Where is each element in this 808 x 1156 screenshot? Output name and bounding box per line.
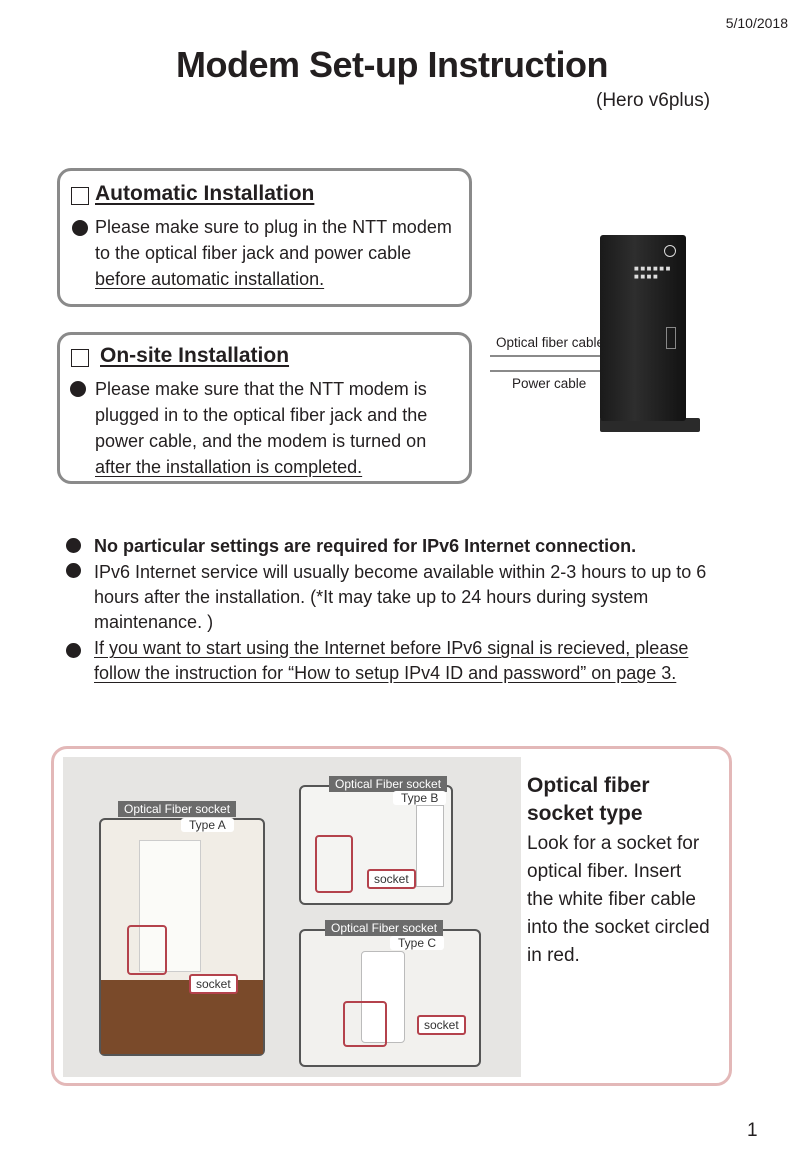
onsite-line-3: power cable, and the modem is turned on xyxy=(95,431,427,451)
socket-tag-c: Optical Fiber socket xyxy=(325,920,444,936)
optical-cable-line xyxy=(490,355,615,357)
socket-label-b: socket xyxy=(367,869,416,889)
power-cable-label: Power cable xyxy=(512,376,587,391)
socket-tag-a: Optical Fiber socket xyxy=(118,801,237,817)
page-title: Modem Set-up Instruction xyxy=(176,44,609,85)
bullet-icon xyxy=(66,563,81,578)
socket-label-c: socket xyxy=(417,1015,466,1035)
automatic-installation-panel: Automatic Installation Please make sure … xyxy=(57,168,472,307)
optical-fiber-cable-label: Optical fiber cable xyxy=(496,335,605,350)
socket-photo-type-a: socket xyxy=(99,818,265,1056)
socket-text-line-2: optical fiber. Insert xyxy=(527,861,682,882)
fiber-box-image xyxy=(361,951,405,1043)
automatic-checkbox[interactable] xyxy=(71,187,89,205)
bullet-icon xyxy=(66,538,81,553)
socket-text-line-1: Look for a socket for xyxy=(527,833,700,854)
note-2-line-3: maintenance. ) xyxy=(94,612,214,632)
onsite-line-1: Please make sure that the NTT modem is xyxy=(95,379,427,399)
socket-type-a-label: Type A xyxy=(181,818,234,832)
socket-type-panel xyxy=(51,746,732,1086)
document-date: 5/10/2018 xyxy=(725,15,788,31)
socket-section-title: Optical fiber socket type xyxy=(527,772,650,828)
floor-image xyxy=(101,980,263,1054)
socket-title-line-1: Optical fiber xyxy=(527,774,650,797)
socket-photos: socket Optical Fiber socket Type A socke… xyxy=(63,757,521,1077)
outlet-image xyxy=(416,805,444,887)
socket-highlight-c xyxy=(343,1001,387,1047)
modem-status-lights: ■ ■ ■ ■ ■ ■ ■ ■ ■ ■ xyxy=(634,266,671,280)
page-subtitle: (Hero v6plus) xyxy=(596,90,711,111)
modem-device-icon: ■ ■ ■ ■ ■ ■ ■ ■ ■ ■ xyxy=(600,235,686,421)
socket-text-line-5: in red. xyxy=(527,945,580,966)
modem-stand xyxy=(600,418,700,432)
socket-highlight-a xyxy=(127,925,167,975)
socket-title-line-2: socket type xyxy=(527,802,643,825)
modem-illustration: Optical fiber cable Power cable ■ ■ ■ ■ … xyxy=(490,228,720,440)
onsite-installation-panel: On-site Installation Please make sure th… xyxy=(57,332,472,484)
ntt-logo-icon xyxy=(664,245,676,257)
automatic-heading: Automatic Installation xyxy=(95,182,315,205)
socket-type-b-label: Type B xyxy=(393,791,447,805)
power-cable-line xyxy=(490,370,615,372)
socket-photo-type-c: socket xyxy=(299,929,481,1067)
onsite-checkbox[interactable] xyxy=(71,349,89,367)
page-number: 1 xyxy=(747,1120,758,1141)
socket-text-line-4: into the socket circled xyxy=(527,917,710,938)
socket-highlight-b xyxy=(315,835,353,893)
socket-label-a: socket xyxy=(189,974,238,994)
socket-photo-type-b: socket xyxy=(299,785,453,905)
socket-text-line-3: the white fiber cable xyxy=(527,889,696,910)
bullet-icon xyxy=(66,643,81,658)
note-3-line-2[interactable]: follow the instruction for “How to setup… xyxy=(94,663,677,683)
socket-tag-b: Optical Fiber socket xyxy=(329,776,448,792)
onsite-heading: On-site Installation xyxy=(100,344,290,367)
wall-plate-image xyxy=(139,840,201,972)
onsite-line-4: after the installation is completed. xyxy=(95,457,363,477)
note-3-line-1[interactable]: If you want to start using the Internet … xyxy=(94,638,689,658)
automatic-line-3: before automatic installation. xyxy=(95,269,325,289)
socket-type-c-label: Type C xyxy=(390,936,445,950)
socket-description: Look for a socket for optical fiber. Ins… xyxy=(527,830,727,970)
note-2-line-1: IPv6 Internet service will usually becom… xyxy=(94,562,707,582)
modem-port-icon xyxy=(666,327,676,349)
bullet-icon xyxy=(72,220,88,236)
bullet-icon xyxy=(70,381,86,397)
note-1: No particular settings are required for … xyxy=(94,536,637,556)
automatic-line-2: to the optical fiber jack and power cabl… xyxy=(95,243,412,263)
note-2-line-2: hours after the installation. (*It may t… xyxy=(94,587,649,607)
onsite-line-2: plugged in to the optical fiber jack and… xyxy=(95,405,428,425)
automatic-line-1: Please make sure to plug in the NTT mode… xyxy=(95,217,452,237)
